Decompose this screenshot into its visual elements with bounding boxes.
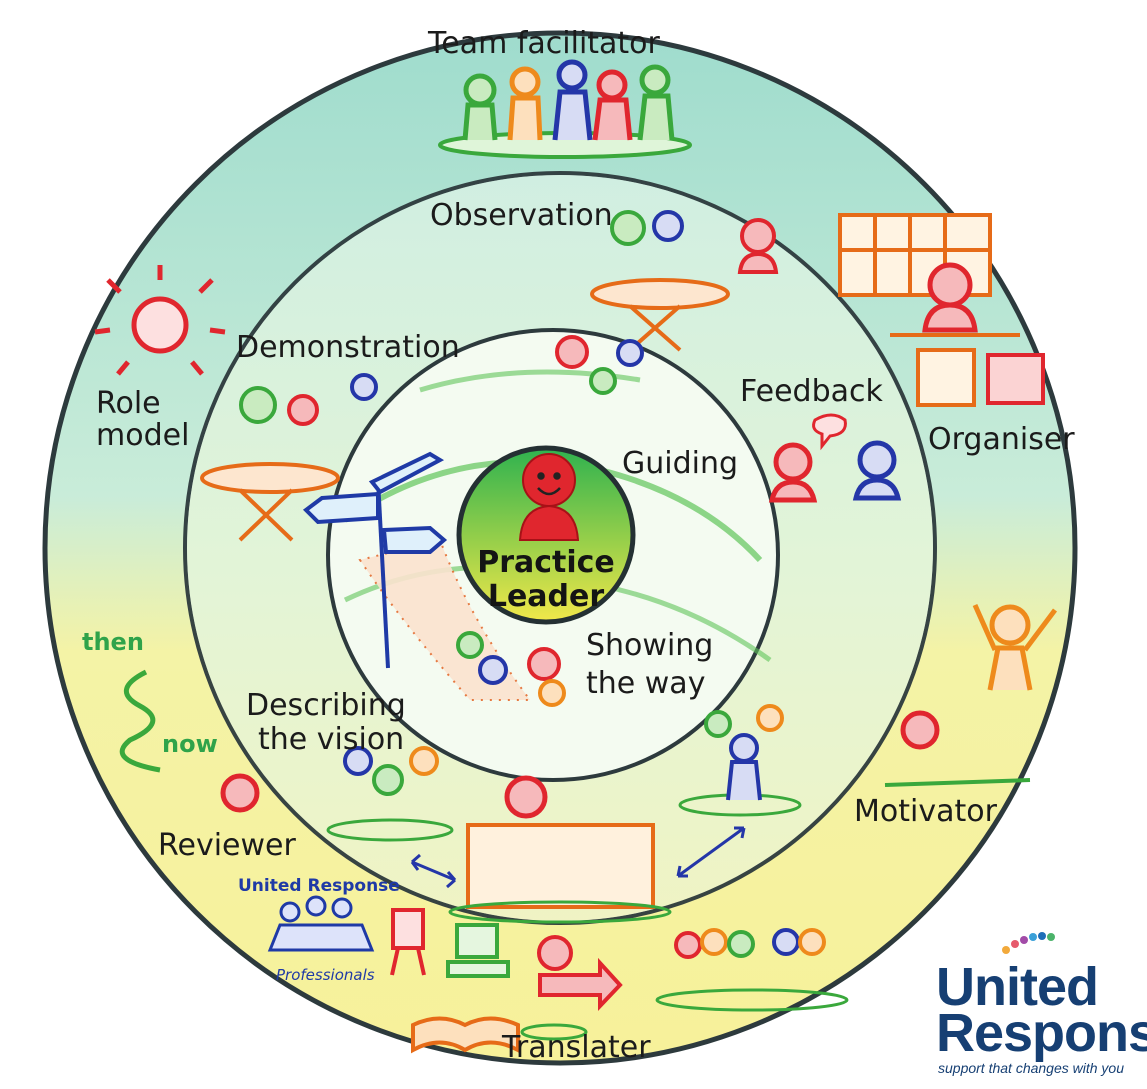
label-ur-professionals-line2: Professionals [276,966,375,984]
label-feedback: Feedback [740,374,883,409]
label-showing-line2: the way [586,666,706,701]
label-observation: Observation [430,198,613,233]
label-organiser: Organiser [928,422,1075,457]
logo-word-response: Response [936,1003,1147,1063]
role-model-sun [94,265,226,376]
label-motivator: Motivator [854,794,997,829]
label-guiding: Guiding [622,446,739,481]
center-label-line1: Practice [477,545,615,580]
label-reviewer: Reviewer [158,828,296,863]
label-team-facilitator: Team facilitator [428,26,660,61]
label-role-model-line1: Role [96,386,161,421]
label-now: now [162,730,218,758]
label-then: then [82,628,144,656]
label-ur-professionals-line1: United Response [238,876,400,896]
ironing-board-demonstration [200,462,340,542]
logo-word-united: United [936,957,1099,1017]
label-describing-line1: Describing [246,688,406,723]
logo-dots [1002,932,1055,954]
label-showing-line1: Showing [586,628,714,663]
vision-board [466,823,655,909]
label-role-model-line2: model [96,418,190,453]
ironing-board-observation [590,278,730,352]
label-demonstration: Demonstration [236,330,460,365]
logo-tagline: support that changes with you [938,1060,1125,1076]
label-translater: Translater [502,1030,651,1065]
label-describing-line2: the vision [258,722,405,757]
team-facilitator-group [438,59,692,159]
signpost [302,451,448,669]
center-label-line2: Leader [487,579,605,614]
center-figure [518,453,580,541]
